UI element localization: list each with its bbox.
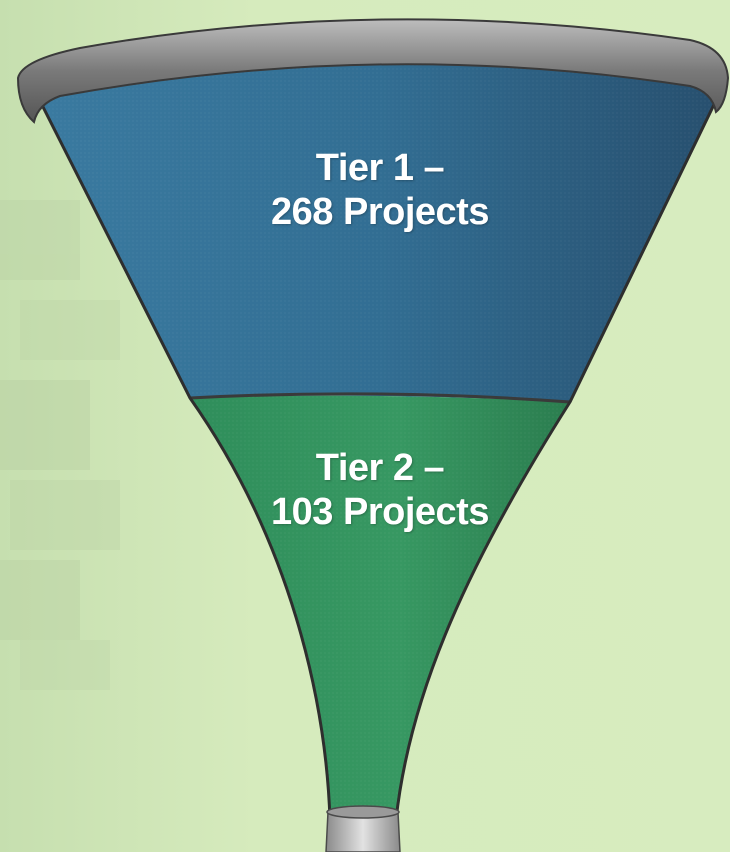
tier-2-title: Tier 2 – [315, 447, 445, 489]
tier-2-label: Tier 2 – 103 Projects [180, 446, 580, 534]
tier-2-count: 103 Projects [271, 491, 489, 533]
funnel-outline-left [35, 94, 332, 821]
tier-1-title: Tier 1 – [315, 147, 445, 189]
tier-divider [189, 392, 571, 404]
tier-1-label: Tier 1 – 268 Projects [180, 146, 580, 234]
background-collage [0, 200, 120, 690]
funnel-outline-right [394, 87, 724, 821]
tier-1-count: 268 Projects [271, 191, 489, 233]
funnel-rim [16, 18, 730, 124]
